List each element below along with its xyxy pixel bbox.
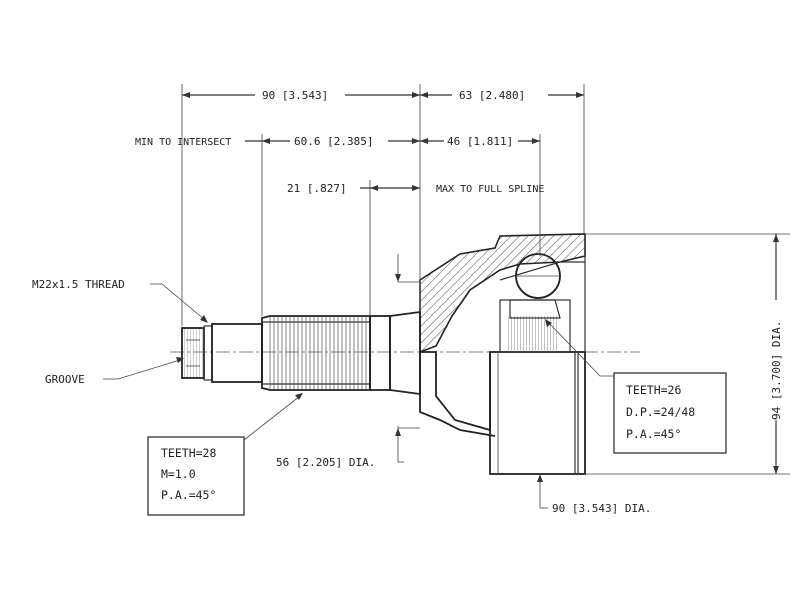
dim-56-arrow-top: [395, 274, 401, 282]
dim-94-dia-label: 94 [3.700] DIA.: [770, 321, 783, 420]
dim-56-dia-label: 56 [2.205] DIA.: [276, 456, 375, 469]
groove-callout: GROOVE: [45, 373, 85, 386]
threaded-stub: [181, 323, 263, 383]
dim-min-to-intersect: [245, 138, 420, 144]
outer-module: M=1.0: [161, 467, 196, 481]
outer-pressure-angle: P.A.=45°: [161, 488, 216, 502]
outer-spline-leader: [243, 395, 301, 441]
groove-leader: [103, 359, 181, 380]
dim-56-arrow-bottom: [395, 428, 401, 436]
inner-pressure-angle: P.A.=45°: [626, 427, 681, 441]
inner-dp: D.P.=24/48: [626, 405, 695, 419]
dim-overall-left-label: 90 [3.543]: [262, 89, 328, 102]
dim-overall-left: [182, 92, 420, 98]
inner-teeth: TEETH=26: [626, 383, 681, 397]
outer-race-housing: [419, 233, 586, 475]
dim-46-label: 46 [1.811]: [447, 135, 513, 148]
max-to-full-spline-label: MAX TO FULL SPLINE: [436, 184, 544, 195]
dim-overall-right-label: 63 [2.480]: [459, 89, 525, 102]
dim-21: [360, 185, 420, 191]
inner-spline-spec-box: [613, 372, 727, 454]
min-to-intersect-label: MIN TO INTERSECT: [135, 137, 231, 148]
dim-21-label: 21 [.827]: [287, 182, 347, 195]
outer-spline-spec-box: [147, 436, 245, 516]
dim-min-to-intersect-label: 60.6 [2.385]: [294, 135, 373, 148]
outer-teeth: TEETH=28: [161, 446, 216, 460]
splined-shaft: [261, 310, 421, 396]
thread-leader: [150, 283, 206, 321]
dim-46: [420, 138, 540, 144]
dim-overall-right: [420, 92, 584, 98]
dim-90-dia-label: 90 [3.543] DIA.: [552, 502, 651, 515]
dim-94-dia: [773, 234, 779, 474]
inner-spline-leader: [547, 321, 614, 377]
thread-callout: M22x1.5 THREAD: [32, 278, 125, 291]
